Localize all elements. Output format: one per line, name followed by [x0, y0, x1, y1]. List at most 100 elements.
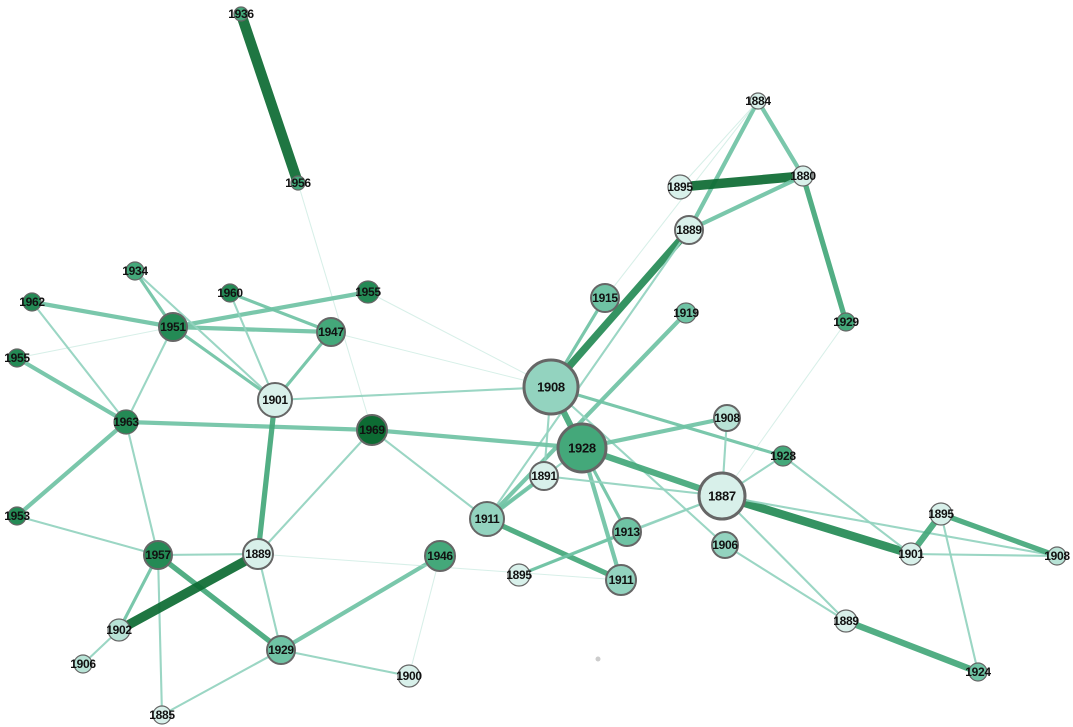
node-circle[interactable]: [424, 540, 456, 572]
node-circle[interactable]: [290, 175, 306, 191]
edge-n1957-n1889b: [156, 552, 260, 557]
graph-node[interactable]: 1955: [4, 348, 31, 368]
node-circle[interactable]: [792, 165, 814, 187]
node-circle[interactable]: [1047, 546, 1067, 566]
node-circle[interactable]: [113, 409, 139, 435]
node-circle[interactable]: [469, 501, 505, 537]
edge-n1960-n1947: [228, 291, 333, 334]
graph-node[interactable]: 1906: [711, 531, 739, 559]
node-circle[interactable]: [356, 280, 380, 304]
node-circle[interactable]: [152, 705, 172, 725]
graph-node[interactable]: 1913: [612, 517, 642, 547]
graph-node[interactable]: 1911: [605, 564, 637, 596]
graph-node[interactable]: 1906: [70, 654, 97, 674]
node-circle[interactable]: [675, 302, 697, 324]
graph-node[interactable]: 1951: [158, 312, 188, 342]
graph-node[interactable]: 1955: [355, 280, 382, 304]
node-layer: 1936 1956 1884 1895 1880 1889 1915 1919 1929 1934…: [4, 6, 1071, 725]
graph-node[interactable]: 1891: [529, 461, 559, 491]
node-label: 1915: [592, 291, 618, 305]
node-circle[interactable]: [356, 414, 388, 446]
graph-node[interactable]: 1929: [266, 635, 296, 665]
edge-n1908a-n1901a: [273, 385, 553, 402]
graph-node[interactable]: 1953: [4, 506, 31, 526]
graph-node[interactable]: 1895: [928, 502, 955, 526]
graph-node[interactable]: 1928: [770, 445, 797, 467]
graph-node[interactable]: 1887: [697, 471, 747, 521]
node-circle[interactable]: [220, 283, 240, 303]
node-circle[interactable]: [7, 506, 27, 526]
graph-node[interactable]: 1902: [106, 618, 133, 642]
node-circle[interactable]: [929, 502, 953, 526]
graph-node[interactable]: 1880: [790, 165, 817, 187]
node-circle[interactable]: [22, 292, 42, 312]
node-circle[interactable]: [242, 538, 274, 570]
node-circle[interactable]: [529, 461, 559, 491]
graph-node[interactable]: 1895: [506, 563, 533, 587]
graph-node[interactable]: 1960: [217, 283, 244, 303]
node-label: 1908: [714, 411, 740, 425]
graph-node[interactable]: 1885: [149, 705, 176, 725]
graph-node[interactable]: 1947: [316, 317, 346, 347]
node-label: 1957: [145, 548, 171, 562]
graph-node[interactable]: 1957: [143, 540, 173, 570]
graph-node[interactable]: 1908: [522, 358, 580, 416]
graph-node[interactable]: 1946: [424, 540, 456, 572]
node-circle[interactable]: [834, 609, 858, 633]
node-circle[interactable]: [836, 312, 856, 332]
graph-node[interactable]: 1884: [745, 92, 772, 110]
node-circle[interactable]: [667, 174, 693, 200]
node-circle[interactable]: [507, 563, 531, 587]
graph-node[interactable]: 1929: [833, 312, 860, 332]
node-circle[interactable]: [556, 422, 608, 474]
node-circle[interactable]: [73, 654, 93, 674]
node-circle[interactable]: [749, 92, 767, 110]
node-circle[interactable]: [316, 317, 346, 347]
graph-node[interactable]: 1915: [590, 283, 620, 313]
graph-node[interactable]: 1911: [469, 501, 505, 537]
graph-node[interactable]: 1889: [242, 538, 274, 570]
node-circle[interactable]: [233, 6, 249, 22]
graph-node[interactable]: 1919: [673, 302, 700, 324]
edge-n1963-n1969: [123, 419, 375, 433]
node-label: 1924: [965, 665, 991, 679]
graph-node[interactable]: 1956: [285, 175, 312, 191]
node-circle[interactable]: [107, 618, 131, 642]
graph-node[interactable]: 1962: [19, 292, 46, 312]
node-circle[interactable]: [899, 542, 923, 566]
graph-node[interactable]: 1936: [228, 6, 255, 22]
graph-node[interactable]: 1895: [667, 174, 694, 200]
graph-node[interactable]: 1963: [113, 409, 140, 435]
edge-n1889b-n1929b: [256, 552, 283, 652]
node-circle[interactable]: [612, 517, 642, 547]
graph-node[interactable]: 1924: [965, 662, 992, 682]
node-circle[interactable]: [968, 662, 988, 682]
node-circle[interactable]: [125, 261, 145, 281]
node-circle[interactable]: [257, 382, 293, 418]
graph-node[interactable]: 1928: [556, 422, 608, 474]
node-circle[interactable]: [522, 358, 580, 416]
graph-node[interactable]: 1901: [257, 382, 293, 418]
graph-node[interactable]: 1908: [713, 404, 741, 432]
node-circle[interactable]: [158, 312, 188, 342]
edge-n1887-n1891: [542, 474, 724, 498]
node-circle[interactable]: [7, 348, 27, 368]
node-circle[interactable]: [713, 404, 741, 432]
node-circle[interactable]: [697, 471, 747, 521]
node-circle[interactable]: [266, 635, 296, 665]
node-circle[interactable]: [590, 283, 620, 313]
node-label: 1901: [262, 393, 288, 407]
graph-node[interactable]: 1908: [1044, 546, 1071, 566]
graph-node[interactable]: 1889: [674, 215, 704, 245]
node-circle[interactable]: [772, 445, 794, 467]
node-circle[interactable]: [674, 215, 704, 245]
node-circle[interactable]: [397, 664, 421, 688]
node-circle[interactable]: [143, 540, 173, 570]
graph-node[interactable]: 1934: [122, 261, 149, 281]
graph-node[interactable]: 1901: [898, 542, 925, 566]
node-circle[interactable]: [605, 564, 637, 596]
node-circle[interactable]: [711, 531, 739, 559]
graph-node[interactable]: 1900: [396, 664, 423, 688]
graph-node[interactable]: 1889: [833, 609, 860, 633]
graph-node[interactable]: 1969: [356, 414, 388, 446]
